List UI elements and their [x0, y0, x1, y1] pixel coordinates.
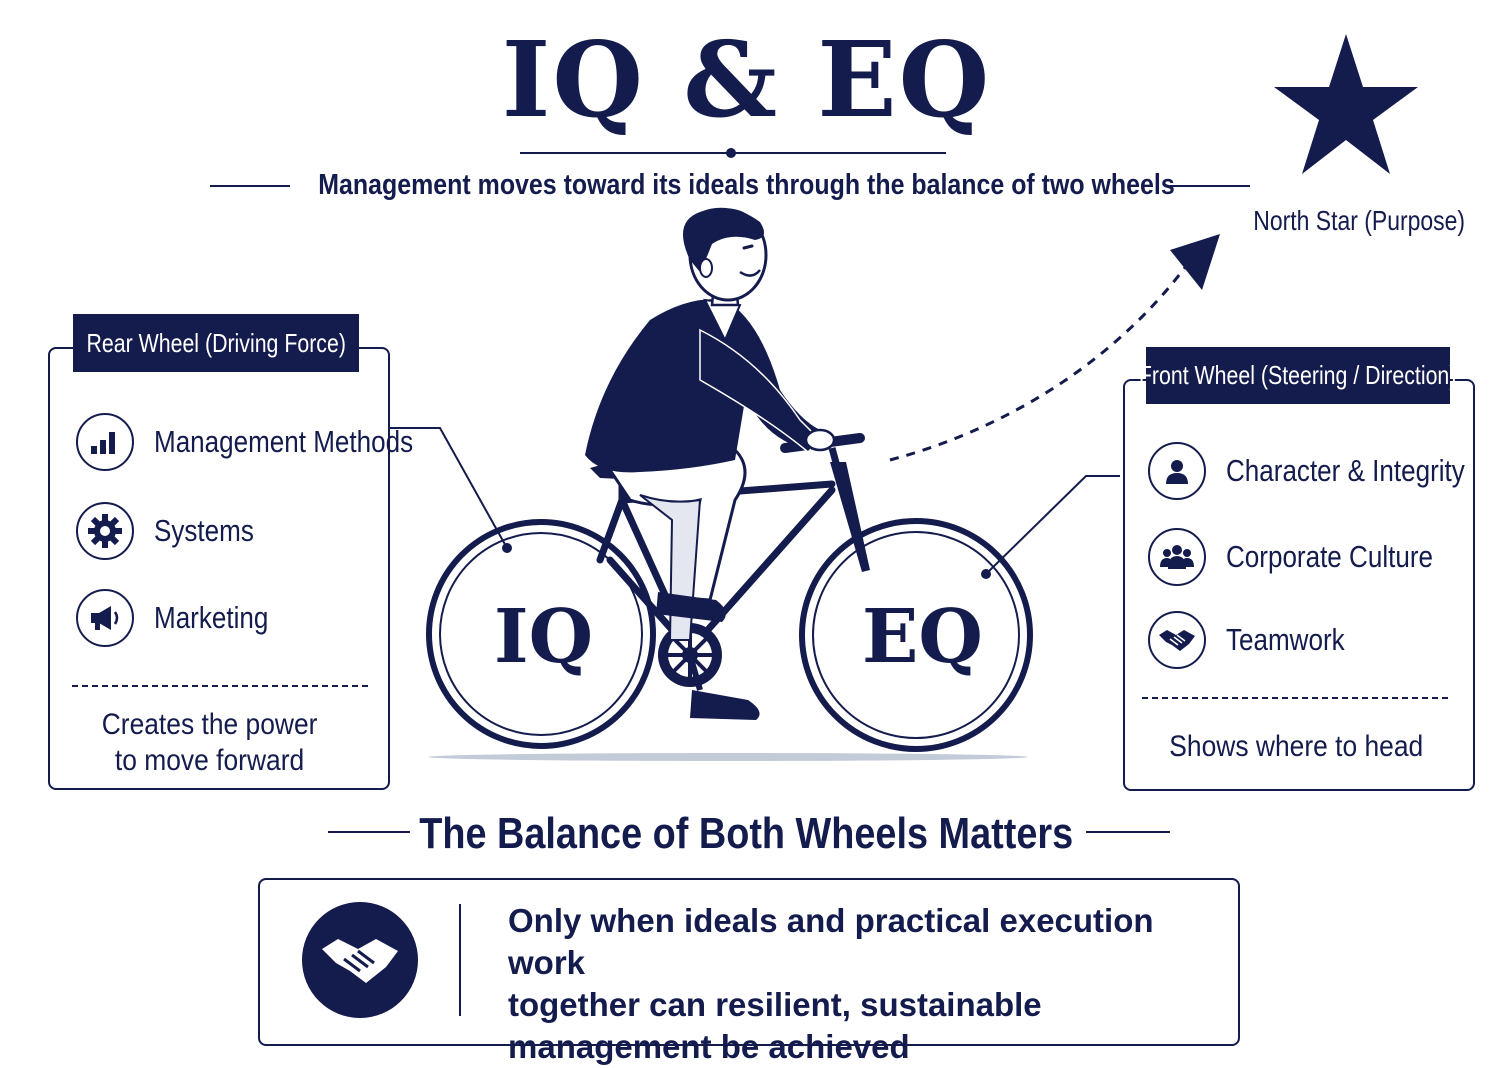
rear-wheel-label: Rear Wheel (Driving Force) — [73, 314, 359, 372]
balance-text: Only when ideals and practical execution… — [508, 902, 1154, 1065]
list-item-systems: Systems — [76, 502, 273, 560]
list-item-corporate-culture: Corporate Culture — [1148, 528, 1472, 586]
list-item-teamwork: Teamwork — [1148, 611, 1367, 669]
list-item-management-methods: Management Methods — [76, 413, 462, 471]
direction-arrow — [889, 234, 1220, 462]
balance-panel — [258, 878, 1240, 1046]
handshake-icon — [1148, 611, 1206, 669]
list-item-character-integrity: Character & Integrity — [1148, 442, 1493, 500]
front-wheel-footer: Shows where to head — [1169, 730, 1423, 763]
person-icon — [1148, 442, 1206, 500]
gear-icon — [76, 502, 134, 560]
list-item-marketing: Marketing — [76, 589, 290, 647]
star-icon — [1274, 34, 1418, 174]
page-title: IQ & EQ — [501, 18, 992, 141]
divider — [459, 904, 461, 1016]
handshake-icon — [302, 902, 418, 1018]
subtitle: Management moves toward its ideals throu… — [318, 169, 1175, 201]
bar-chart-icon — [76, 413, 134, 471]
front-wheel-label: Front Wheel (Steering / Direction) — [1139, 347, 1457, 404]
divider — [1142, 697, 1448, 699]
group-icon — [1148, 528, 1206, 586]
megaphone-icon — [76, 589, 134, 647]
balance-heading: The Balance of Both Wheels Matters — [419, 809, 1074, 858]
rear-wheel-text: IQ — [494, 594, 594, 680]
divider — [72, 685, 368, 687]
north-star-label: North Star (Purpose) — [1253, 205, 1466, 236]
front-wheel-text: EQ — [862, 594, 983, 680]
